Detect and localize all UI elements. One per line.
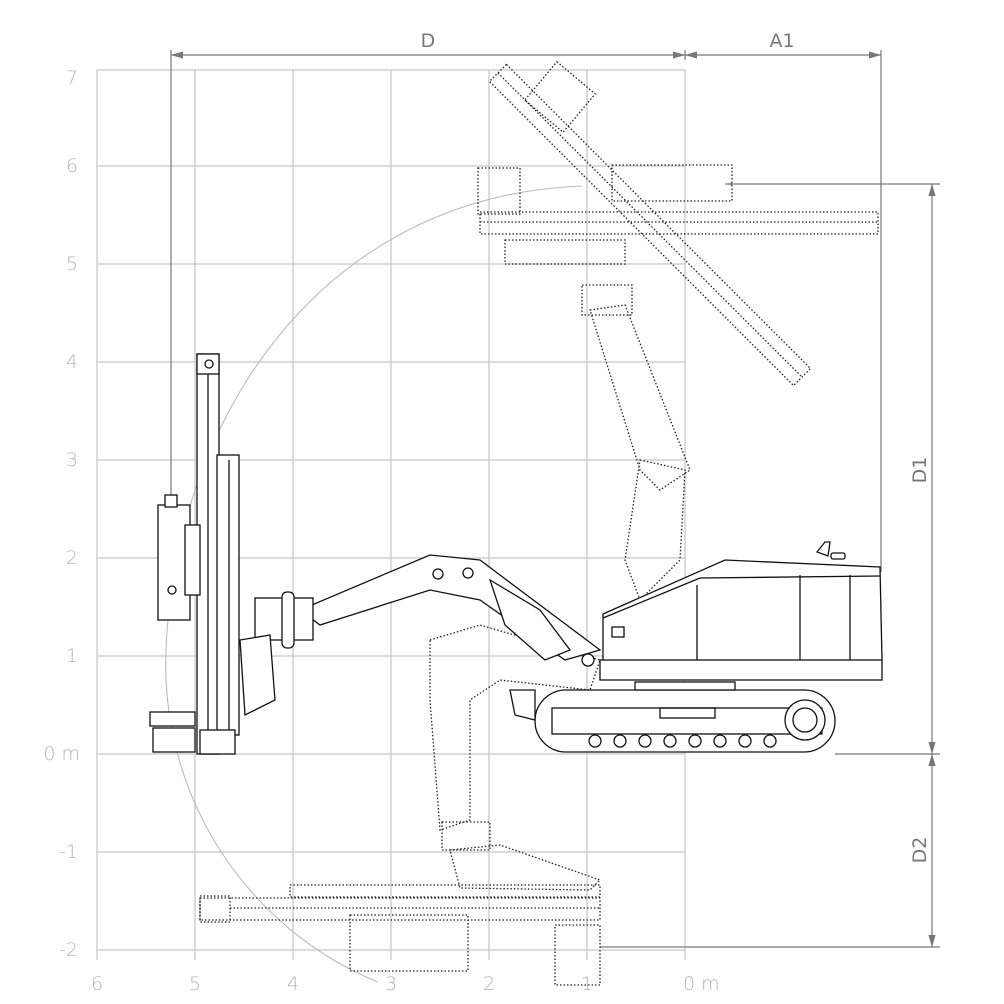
y-axis-ticks: 7 6 5 4 3 2 1 0 m -1 -2 (43, 67, 80, 961)
x-tick: 5 (189, 973, 201, 995)
x-tick: 1 (581, 973, 593, 995)
x-tick: 3 (385, 973, 397, 995)
x-tick: 2 (483, 973, 495, 995)
dimension-d2-label: D2 (909, 837, 931, 864)
y-tick: -1 (59, 841, 78, 863)
dimension-lines (170, 50, 940, 948)
y-tick: 5 (66, 253, 78, 275)
x-tick: 6 (91, 973, 103, 995)
boom (239, 554, 602, 721)
x-tick: 0 m (683, 973, 720, 995)
x-axis-ticks: 6 5 4 3 2 1 0 m (91, 973, 720, 995)
dimension-d-label: D (421, 30, 436, 52)
y-tick: 3 (66, 449, 78, 471)
y-tick: -2 (59, 939, 78, 961)
y-tick: 1 (66, 645, 78, 667)
dimension-a1-label: A1 (769, 30, 794, 52)
carrier (534, 541, 883, 753)
dimension-d1-label: D1 (909, 457, 931, 484)
y-tick: 0 m (43, 743, 80, 765)
y-tick: 2 (66, 547, 78, 569)
y-tick: 4 (66, 351, 78, 373)
x-tick: 4 (287, 973, 299, 995)
y-tick: 6 (66, 155, 78, 177)
y-tick: 7 (66, 67, 78, 89)
drill-mast (149, 353, 240, 755)
ghost-positions (199, 60, 879, 986)
